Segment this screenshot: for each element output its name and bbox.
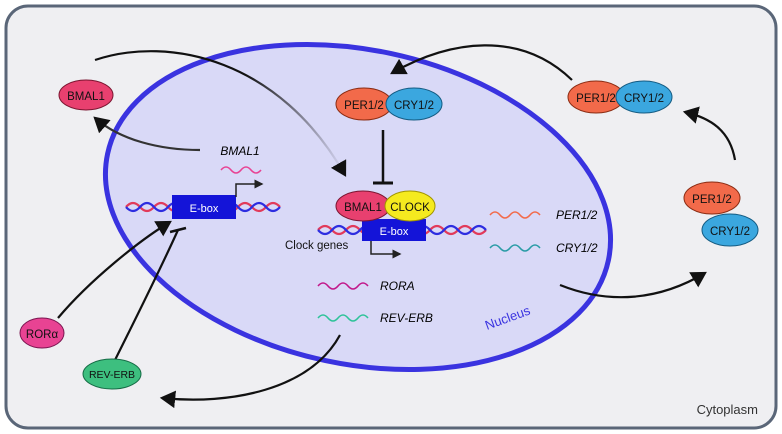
bmal1-gene-label: BMAL1: [220, 144, 259, 158]
rora-protein-label: RORα: [26, 329, 59, 341]
per-right-label: PER1/2: [692, 194, 732, 206]
cry-right-label: CRY1/2: [710, 226, 750, 238]
cry-mrna: [489, 244, 541, 252]
arrow-percry-right-to-top: [682, 106, 737, 161]
reverb-protein: [82, 358, 142, 390]
arrow-bmal1-to-complex: [94, 50, 347, 177]
per-gene-label: PER1/2: [556, 208, 598, 222]
rora-protein: [19, 317, 65, 349]
arrow-bmal1-gene-to-protein: [93, 116, 201, 152]
per-mrna: [489, 211, 541, 219]
reverb-mrna: [317, 314, 369, 322]
ebox-center-label: E-box: [380, 226, 409, 238]
rora-gene-label: RORA: [380, 279, 415, 293]
arrow-percry-import: [390, 44, 573, 81]
pathway-arrows: [57, 44, 737, 409]
reverb-gene-label: REV-ERB: [380, 311, 433, 325]
per-nucleus-label: PER1/2: [344, 100, 384, 112]
bmal1-protein-label: BMAL1: [67, 91, 105, 103]
complex-clock: [384, 190, 436, 222]
tss-arrow-center: [370, 241, 402, 259]
cry-nucleus: [385, 87, 443, 121]
cry-cytoplasm-label: CRY1/2: [624, 93, 664, 105]
per-right: [683, 181, 741, 215]
tss-arrow-left: [235, 179, 264, 197]
arrow-rora-activates: [57, 220, 172, 319]
cry-right: [701, 213, 759, 247]
arrow-genes-export: [559, 271, 707, 299]
cytoplasm-label: Cytoplasm: [697, 402, 758, 417]
reverb-protein-label: REV-ERB: [89, 369, 135, 381]
cry-cytoplasm: [615, 80, 673, 114]
cry-nucleus-label: CRY1/2: [394, 100, 434, 112]
arrow-reverb-export: [159, 334, 341, 409]
ebox-center: [362, 219, 426, 241]
complex-clock-label: CLOCK: [390, 202, 430, 214]
inhibit-reverb: [114, 229, 180, 361]
complex-bmal1-label: BMAL1: [344, 202, 382, 214]
ebox-left: [172, 195, 236, 219]
cry-gene-label: CRY1/2: [556, 241, 598, 255]
bmal1-protein: [58, 79, 114, 111]
ebox-left-label: E-box: [190, 203, 219, 215]
rora-mrna: [317, 282, 369, 290]
clock-genes-label: Clock genes: [285, 240, 349, 252]
bmal1-mrna: [220, 166, 262, 174]
per-cytoplasm-label: PER1/2: [576, 93, 616, 105]
